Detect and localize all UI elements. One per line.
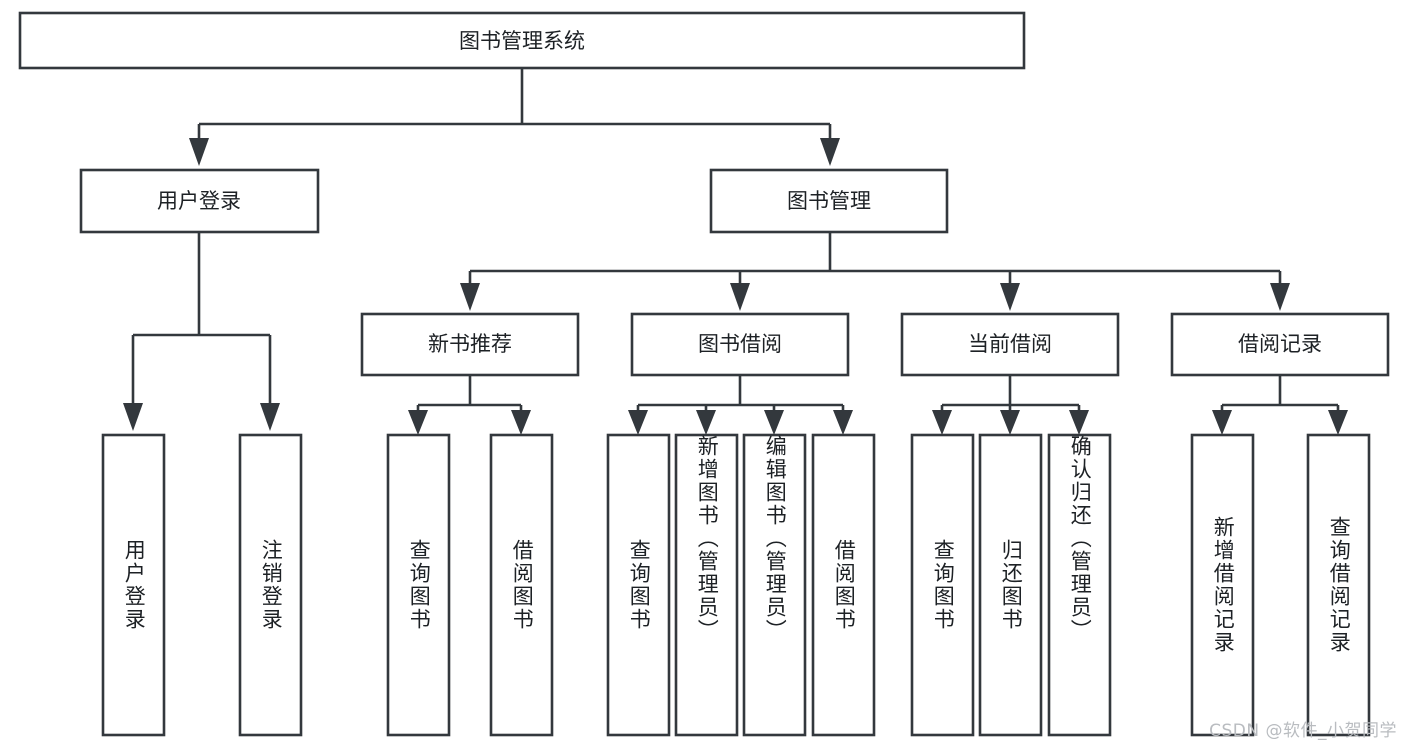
arrow-head-to-borrow-record <box>1270 283 1290 311</box>
arrow-head-leaf-user-login <box>123 403 143 431</box>
arrow-head-to-current-borrow <box>1000 283 1020 311</box>
arrow-head-cb-return <box>1000 410 1020 435</box>
node-book-mgmt-box[interactable] <box>709 168 949 234</box>
node-user-login-label: 用户登录 <box>157 189 241 213</box>
arrow-head-bo-add <box>696 410 716 435</box>
connector-group-borrow <box>628 375 853 435</box>
arrow-head-cb-confirm <box>1069 410 1089 435</box>
node-borrow-label: 图书借阅 <box>698 332 782 356</box>
connector-group-new-book <box>408 375 531 435</box>
arrow-head-to-borrow <box>730 283 750 311</box>
leaf-box-bo-query-book[interactable] <box>606 433 671 737</box>
leaf-box-bo-borrow-book[interactable] <box>811 433 876 737</box>
arrow-head-leaf-logout <box>260 403 280 431</box>
leaf-box-bo-add-book[interactable] <box>674 433 739 737</box>
leaf-box-user-login[interactable] <box>101 433 166 737</box>
leaf-box-cb-query-book[interactable] <box>910 433 975 737</box>
arrow-head-to-book-mgmt <box>820 138 840 166</box>
arrow-head-br-add <box>1212 410 1232 435</box>
arrow-head-nb-query <box>408 410 428 435</box>
leaf-box-br-query-record[interactable] <box>1306 433 1371 737</box>
csdn-watermark: CSDN @软件_小贺同学 <box>1209 721 1397 741</box>
leaf-box-cb-return-book[interactable] <box>978 433 1043 737</box>
leaf-box-nb-borrow-book[interactable] <box>489 433 554 737</box>
arrow-head-bo-query <box>628 410 648 435</box>
node-current-borrow-box[interactable] <box>900 312 1120 377</box>
node-user-login-box[interactable] <box>79 168 320 234</box>
node-new-book-label: 新书推荐 <box>428 332 512 356</box>
node-root-box[interactable] <box>18 11 1026 70</box>
connector-group-user-login <box>123 232 280 431</box>
leaf-box-cb-confirm-return[interactable] <box>1047 433 1112 737</box>
leaf-box-br-add-record[interactable] <box>1190 433 1255 737</box>
arrow-head-bo-edit <box>764 410 784 435</box>
arrow-head-to-user-login <box>189 138 209 166</box>
connector-group-borrow-record <box>1212 375 1348 435</box>
node-borrow-box[interactable] <box>630 312 850 377</box>
node-borrow-record-label: 借阅记录 <box>1238 332 1322 356</box>
arrow-head-cb-query <box>932 410 952 435</box>
node-root-label: 图书管理系统 <box>459 29 585 53</box>
connector-group-book-mgmt <box>460 232 1290 311</box>
node-borrow-record-box[interactable] <box>1170 312 1390 377</box>
arrow-head-to-new-book <box>460 283 480 311</box>
node-new-book-box[interactable] <box>360 312 580 377</box>
connector-group-root <box>189 68 840 166</box>
arrow-head-bo-borrow <box>833 410 853 435</box>
connector-group-current-borrow <box>932 375 1089 435</box>
leaf-box-bo-edit-book[interactable] <box>742 433 807 737</box>
leaf-box-nb-query-book[interactable] <box>386 433 451 737</box>
node-current-borrow-label: 当前借阅 <box>968 332 1052 356</box>
arrow-head-nb-borrow <box>511 410 531 435</box>
node-book-mgmt-label: 图书管理 <box>787 189 871 213</box>
leaf-box-logout[interactable] <box>238 433 303 737</box>
arrow-head-br-query <box>1328 410 1348 435</box>
